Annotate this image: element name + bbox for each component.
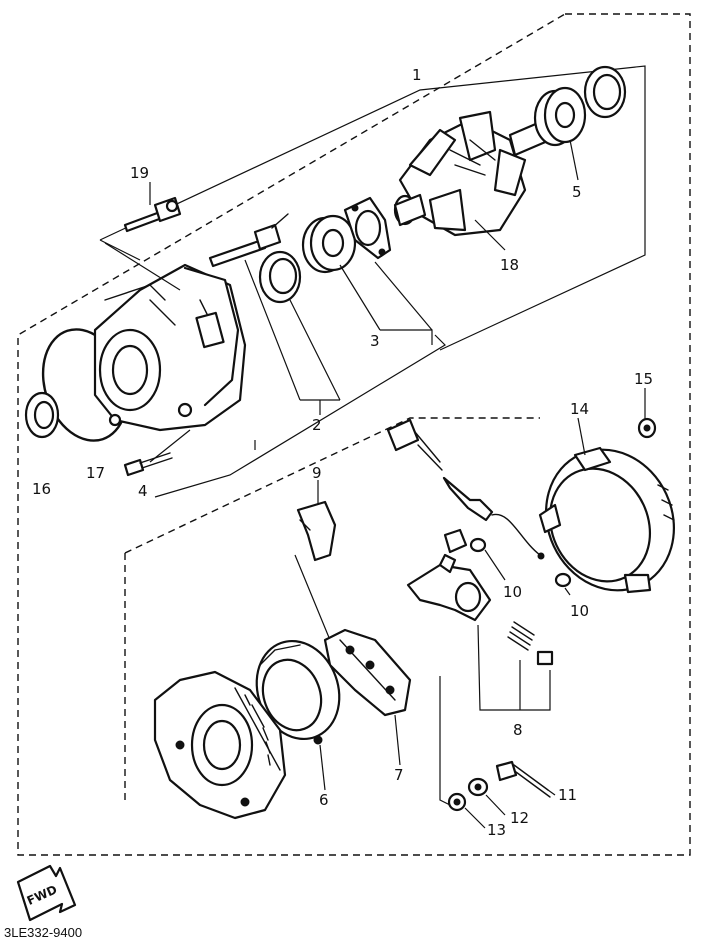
lead-18 [474,219,506,251]
washer-12 [467,777,489,797]
rectifier-7 [323,628,412,717]
callout-8: 8 [513,721,523,739]
callout-7: 7 [394,766,404,784]
lead-2 [244,259,341,415]
lead-11 [547,789,556,796]
lead-8 [477,624,551,711]
rear-cover-14 [538,446,676,594]
lead-13 [439,676,486,829]
callout-6: 6 [319,791,329,809]
fwd-arrow-icon: FWD [16,864,77,922]
oil-seal-16 [24,391,60,439]
stud-bolt-2 [208,213,289,268]
bearing-retainer-3 [343,196,392,260]
callout-9: 9 [312,464,322,482]
lead-3 [339,261,433,345]
subassembly-boundary [124,417,540,554]
rotor-18 [393,110,552,237]
lead-1 [99,65,646,351]
seal-ring-5 [583,65,627,119]
lead-9 [294,480,331,641]
callout-2: 2 [312,416,322,434]
callout-14: 14 [570,400,589,418]
callout-10b: 10 [570,602,589,620]
figure-code: 3LE332-9400 [4,925,82,940]
callout-16: 16 [32,480,51,498]
screw-10a [443,528,487,554]
bearing-3 [301,214,357,274]
brush-spring-8 [507,621,535,651]
callout-18: 18 [500,256,519,274]
brush-8 [536,650,554,666]
callout-1: 1 [412,66,422,84]
callout-4: 4 [138,482,148,500]
assembly-boundary [17,13,691,856]
callout-11: 11 [558,786,577,804]
callout-19: 19 [130,164,149,182]
lead-1-left [99,239,141,261]
lead-7 [394,714,401,766]
screw-10b [554,572,572,588]
callout-13: 13 [487,821,506,839]
alternator-front-housing [93,263,247,432]
callout-10a: 10 [503,583,522,601]
lead-19-b [104,242,181,291]
callout-15: 15 [634,370,653,388]
callout-12: 12 [510,809,529,827]
bolt-4 [123,452,173,477]
lead-6 [319,744,326,791]
bolt-19 [123,196,182,233]
brush-holder-8 [406,553,492,622]
callout-17: 17 [86,464,105,482]
lead-10 [484,549,571,596]
callout-3: 3 [370,332,380,350]
bolt-11 [495,760,551,798]
wire-harness [386,418,545,560]
alternator-rear-housing [153,670,287,820]
nut-15 [637,417,657,439]
bearing-5 [533,86,587,147]
washer-13 [447,792,467,812]
lead-12 [485,794,506,816]
lead-14 [577,417,586,456]
seal-2 [258,250,302,304]
clip-9 [296,500,337,562]
callout-5: 5 [572,183,582,201]
lead-5 [569,139,579,181]
lead-4 [149,334,446,498]
